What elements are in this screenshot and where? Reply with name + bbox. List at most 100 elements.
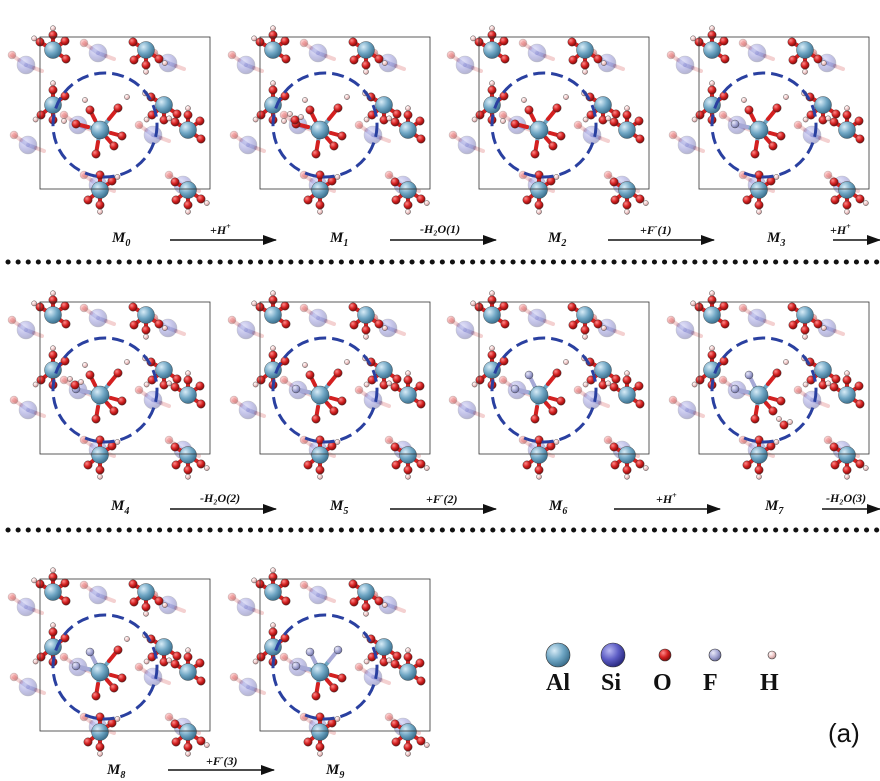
h-atom: [185, 647, 191, 654]
h-atom: [563, 94, 569, 100]
al-atom: [483, 41, 501, 59]
o-atom: [768, 406, 778, 416]
h-atom: [162, 60, 168, 66]
h-atom: [82, 362, 88, 368]
o-atom: [622, 200, 632, 210]
o-atom: [172, 651, 182, 661]
o-atom: [281, 54, 291, 64]
o-atom: [391, 737, 401, 747]
h-atom: [143, 116, 150, 123]
h-atom: [82, 97, 88, 103]
h-atom: [344, 94, 350, 100]
o-atom: [719, 36, 729, 46]
al-atom: [357, 306, 375, 324]
o-atom: [813, 54, 823, 64]
si-atom: [236, 597, 256, 617]
si-atom: [747, 43, 767, 63]
o-atom: [117, 673, 127, 683]
o-atom: [391, 195, 401, 205]
o-atom: [788, 55, 798, 65]
al-atom: [310, 385, 330, 405]
o-atom: [85, 105, 95, 115]
h-atom: [185, 370, 191, 377]
o-atom: [416, 399, 426, 409]
al-atom: [311, 446, 329, 464]
h-atom: [709, 345, 715, 352]
al-atom: [375, 96, 393, 114]
o-atom: [183, 110, 193, 120]
o-atom: [134, 385, 144, 395]
h-atom: [97, 208, 103, 215]
al-atom: [310, 120, 330, 140]
o-atom: [829, 177, 839, 187]
si-atom: [88, 308, 108, 328]
o-atom: [772, 368, 782, 378]
o-atom: [48, 30, 58, 40]
reaction-site-circle: [271, 336, 379, 444]
o-atom: [9, 130, 19, 140]
h-atom: [424, 200, 430, 206]
h-atom: [802, 68, 808, 75]
al-atom: [264, 361, 282, 379]
structure-label-M7: M7: [765, 498, 784, 517]
o-atom: [349, 320, 359, 330]
o-atom: [268, 350, 278, 360]
o-atom: [281, 319, 291, 329]
o-atom: [164, 435, 174, 445]
h-atom: [97, 473, 103, 480]
o-atom: [534, 200, 544, 210]
h-atom: [166, 380, 172, 387]
o-atom: [113, 645, 123, 655]
o-atom: [524, 105, 534, 115]
h-atom: [334, 174, 341, 180]
o-atom: [164, 712, 174, 722]
o-atom: [91, 414, 101, 424]
o-atom: [392, 109, 402, 119]
o-atom: [390, 719, 400, 729]
o-atom: [390, 659, 400, 669]
h-atom: [821, 325, 827, 331]
o-atom: [530, 414, 540, 424]
si-atom: [675, 55, 695, 75]
h-atom: [405, 208, 411, 215]
o-atom: [390, 442, 400, 452]
h-atom: [270, 290, 276, 297]
o-atom: [349, 597, 359, 607]
structure-label-M8: M8: [107, 762, 126, 781]
h-atom: [825, 380, 831, 387]
al-atom: [44, 361, 62, 379]
si-atom: [238, 677, 258, 697]
o-atom: [498, 110, 508, 120]
o-atom: [855, 134, 865, 144]
h-atom: [690, 35, 696, 42]
o-atom: [48, 295, 58, 305]
o-atom: [183, 375, 193, 385]
h-atom: [50, 290, 56, 297]
legend-o-swatch: [658, 648, 672, 662]
h-atom: [471, 381, 478, 388]
h-atom: [143, 658, 150, 665]
legend-si-swatch: [600, 642, 626, 668]
o-atom: [374, 54, 384, 64]
o-atom: [416, 134, 426, 144]
water-hydrogen: [67, 376, 73, 382]
h-atom: [773, 174, 780, 180]
al-atom: [703, 306, 721, 324]
o-atom: [750, 414, 760, 424]
o-atom: [195, 381, 205, 391]
si-atom: [582, 390, 602, 410]
al-atom: [399, 386, 417, 404]
h-atom: [821, 60, 827, 66]
o-atom: [448, 395, 458, 405]
al-atom: [91, 446, 109, 464]
water-hydrogen: [78, 379, 84, 385]
o-atom: [384, 435, 394, 445]
o-atom: [830, 195, 840, 205]
o-atom: [315, 742, 325, 752]
o-atom: [315, 200, 325, 210]
o-atom: [196, 459, 206, 469]
al-atom: [91, 181, 109, 199]
structure-M5: [227, 290, 431, 480]
h-atom: [334, 439, 341, 445]
